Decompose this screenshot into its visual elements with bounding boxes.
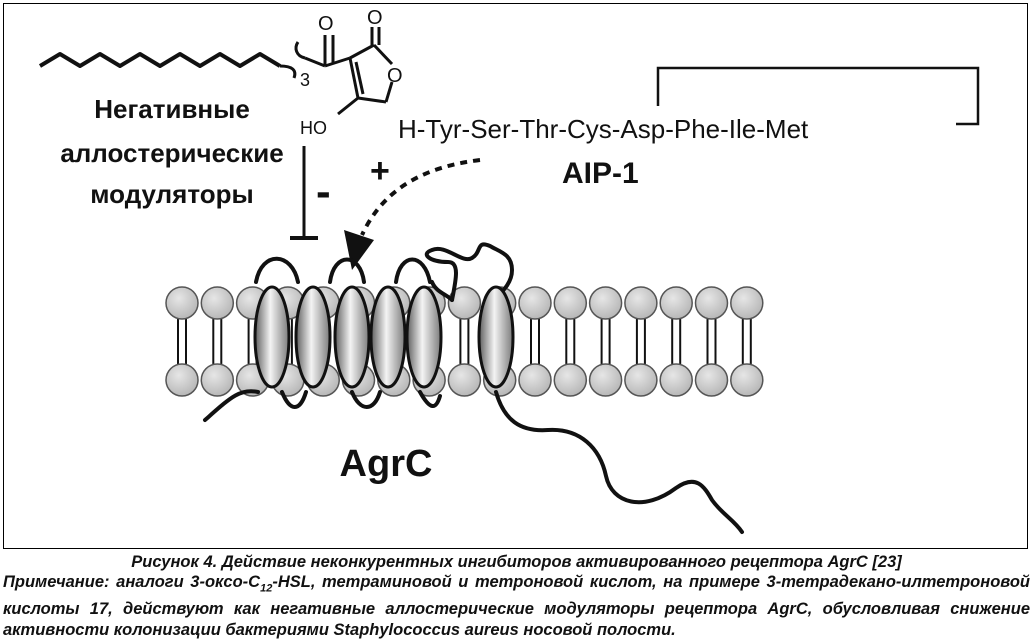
activation-arrow — [344, 158, 481, 270]
lipid-head — [694, 286, 729, 320]
hydroxyl-label: HO — [300, 118, 327, 138]
tetronic-acid-structure: O O O HO — [300, 7, 403, 138]
ketone-oxygen: O — [318, 13, 334, 35]
modulators-line-1: Негативные — [94, 94, 250, 124]
helix-2 — [294, 285, 332, 389]
lipid-head — [447, 363, 482, 397]
helix-5 — [405, 285, 443, 389]
aip-label: AIP-1 — [562, 157, 639, 190]
caption-title-text: Рисунок 4. Действие неконкурентных ингиб… — [131, 553, 902, 571]
plus-sign: + — [370, 152, 390, 190]
lactone-oxygen: O — [367, 7, 383, 29]
aip-peptide-sequence: H-Tyr-Ser-Thr-Cys-Asp-Phe-Ile-Met — [398, 114, 809, 144]
helix-3 — [333, 285, 371, 389]
agrc-receptor-chain — [203, 242, 744, 534]
alkyl-chain: 3 — [38, 41, 310, 90]
lipid-head — [553, 286, 588, 320]
lipid-head — [588, 363, 623, 397]
helix-6 — [477, 285, 515, 389]
lipid-head — [659, 363, 693, 397]
caption-note: Примечание: аналоги 3-оксо-C12-HSL, тетр… — [3, 572, 1030, 641]
lipid-head — [588, 286, 623, 320]
lipid-head — [730, 363, 764, 397]
lipid-head — [624, 286, 658, 320]
diagram: 3 O O O HO Негативные аллостерические мо… — [38, 7, 980, 534]
lipid-head — [730, 286, 764, 320]
lipid-head — [200, 363, 235, 397]
modulators-line-3: модуляторы — [90, 179, 253, 209]
lipid-head — [553, 363, 588, 397]
inhibition-symbol — [290, 146, 318, 240]
caption-note-subscript: 12 — [260, 582, 273, 595]
lipid-head — [165, 286, 199, 320]
lipid-head — [659, 286, 693, 320]
lipid-head — [165, 363, 199, 397]
modulators-line-2: аллостерические — [60, 138, 283, 168]
chain-subscript: 3 — [300, 70, 310, 90]
caption-note-part2: -HSL, тетраминовой и тетроновой кислот, … — [3, 573, 1030, 640]
ring-oxygen: O — [387, 65, 403, 87]
caption-note-part1: Примечание: аналоги 3-оксо-C — [3, 573, 261, 591]
lipid-head — [694, 363, 729, 397]
lipid-head — [200, 286, 235, 320]
agrc-label: AgrC — [340, 443, 433, 485]
transmembrane-helices — [253, 285, 515, 389]
helix-1 — [253, 285, 291, 389]
lipid-head — [624, 363, 658, 397]
helix-4 — [369, 285, 407, 389]
figure-frame — [3, 3, 1028, 549]
lipid-head — [447, 286, 482, 320]
minus-sign: - — [316, 167, 331, 216]
lipid-head — [518, 363, 552, 397]
aip-thiolactone-bracket — [656, 66, 980, 126]
caption-title: Рисунок 4. Действие неконкурентных ингиб… — [3, 553, 1030, 572]
lipid-head — [518, 286, 552, 320]
